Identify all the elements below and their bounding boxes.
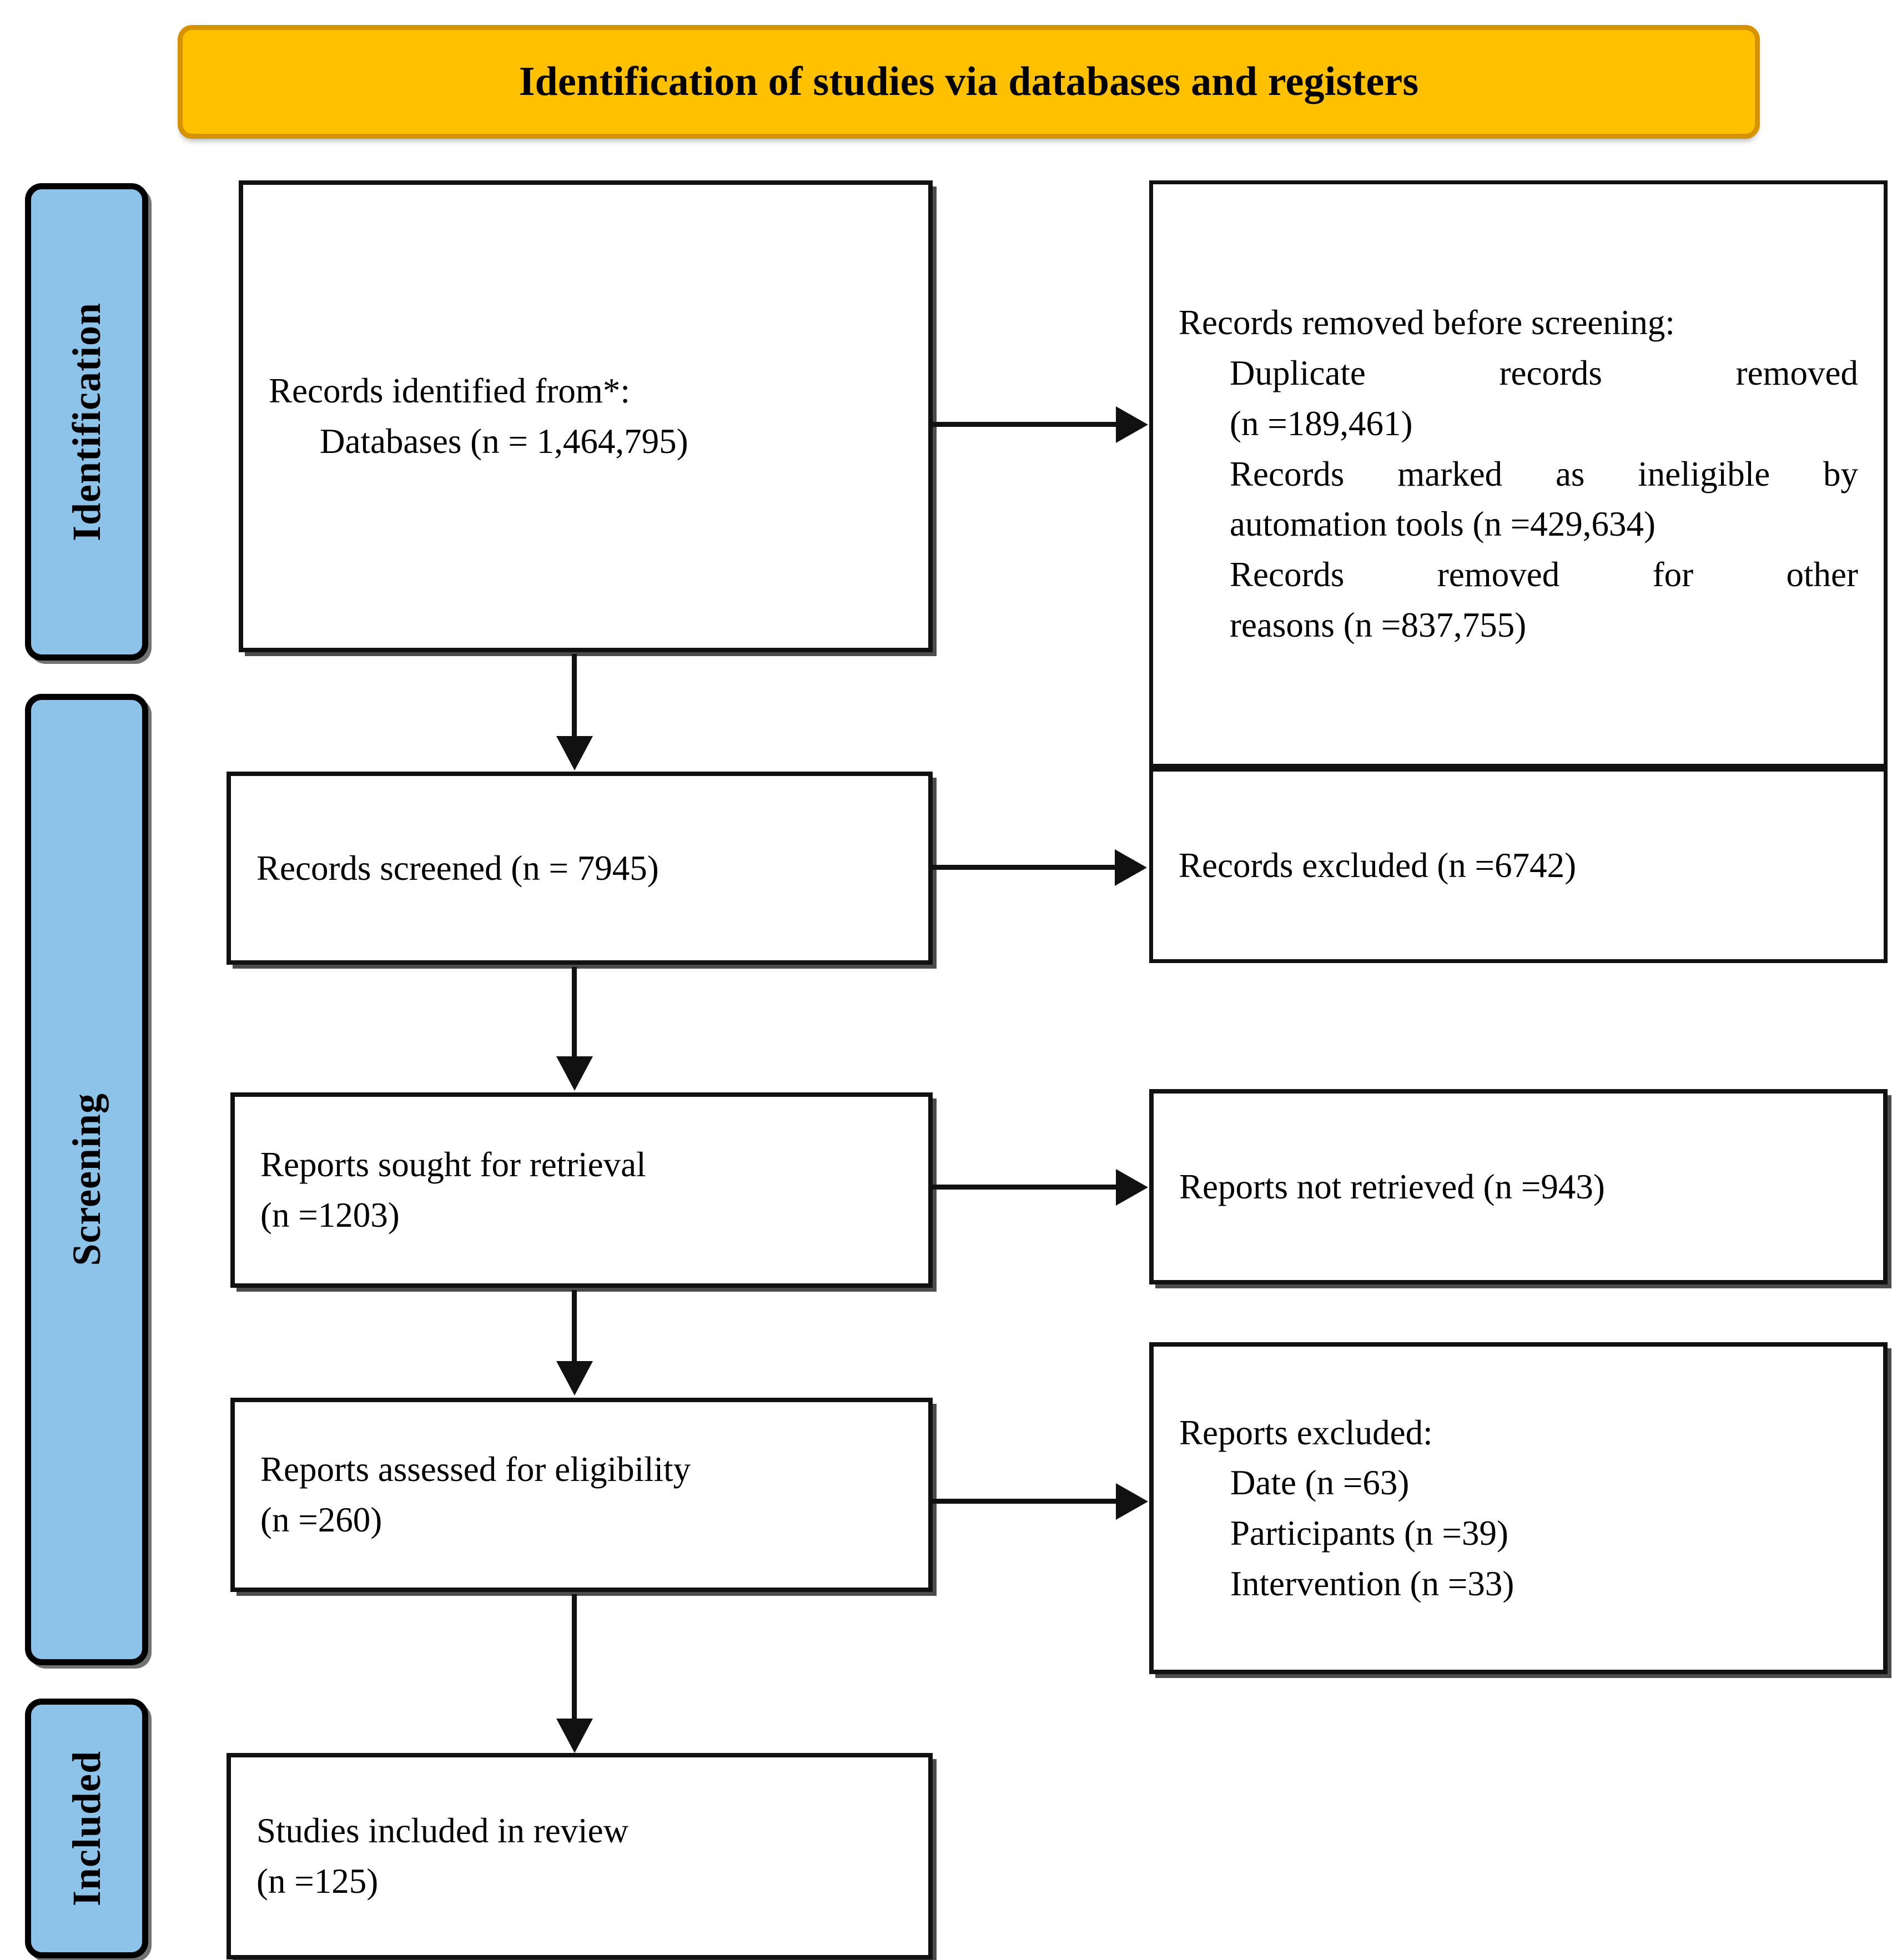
arrow-shaft	[933, 1499, 1117, 1504]
diagram-header-banner: Identification of studies via databases …	[178, 25, 1760, 139]
reports-assessed-label: Reports assessed for eligibility	[260, 1450, 691, 1489]
reports-not-retrieved-text: Reports not retrieved (n =943)	[1179, 1167, 1605, 1206]
duplicate-records-removed-count: (n =189,461)	[1230, 404, 1413, 443]
node-reports-not-retrieved: Reports not retrieved (n =943)	[1149, 1089, 1888, 1284]
reports-assessed-count: (n =260)	[260, 1500, 383, 1539]
node-records-screened: Records screened (n = 7945)	[227, 772, 933, 965]
page-title: Identification of studies via databases …	[519, 58, 1419, 104]
node-reports-assessed-for-eligibility: Reports assessed for eligibility (n =260…	[230, 1398, 933, 1592]
arrow-shaft	[572, 1594, 577, 1721]
stage-label-screening: Screening	[64, 1093, 109, 1266]
node-studies-included-in-review: Studies included in review (n =125)	[227, 1753, 933, 1959]
arrow-head-right-icon	[1116, 1169, 1148, 1206]
stage-bar-identification: Identification	[25, 183, 148, 661]
arrow-head-right-icon	[1116, 406, 1148, 443]
arrow-shaft	[933, 865, 1116, 870]
arrow-shaft	[572, 1290, 577, 1363]
arrow-head-down-icon	[556, 736, 593, 770]
node-reports-sought-for-retrieval: Reports sought for retrieval (n =1203)	[230, 1092, 933, 1288]
ineligible-automation-count: automation tools (n =429,634)	[1230, 505, 1656, 544]
arrow-head-right-icon	[1116, 1483, 1148, 1520]
stage-label-included: Included	[64, 1750, 109, 1907]
arrow-head-down-icon	[556, 1361, 593, 1395]
arrow-head-down-icon	[556, 1056, 593, 1091]
arrow-shaft	[933, 422, 1117, 427]
stage-bar-included: Included	[25, 1699, 148, 1958]
reports-excluded-intervention: Intervention (n =33)	[1230, 1564, 1514, 1603]
stage-bar-screening: Screening	[25, 694, 148, 1665]
studies-included-label: Studies included in review	[256, 1811, 629, 1851]
reports-excluded-participants: Participants (n =39)	[1230, 1514, 1508, 1553]
records-identified-heading: Records identified from*:	[269, 371, 630, 411]
node-reports-excluded: Reports excluded: Date (n =63) Participa…	[1149, 1342, 1888, 1674]
duplicate-records-removed-label: Duplicate records removed	[1230, 354, 1858, 393]
arrow-head-right-icon	[1115, 849, 1147, 886]
node-records-excluded: Records excluded (n =6742)	[1149, 768, 1888, 963]
stage-label-identification: Identification	[64, 302, 109, 541]
arrow-shaft	[572, 654, 577, 738]
reports-excluded-heading: Reports excluded:	[1179, 1413, 1433, 1452]
reports-excluded-date: Date (n =63)	[1230, 1463, 1410, 1503]
reports-sought-count: (n =1203)	[260, 1196, 400, 1235]
studies-included-count: (n =125)	[256, 1862, 379, 1901]
records-screened-text: Records screened (n = 7945)	[256, 848, 659, 888]
removed-other-reasons-label: Records removed for other	[1230, 555, 1858, 594]
node-records-removed-before-screening: Records removed before screening: Duplic…	[1149, 180, 1888, 768]
records-removed-heading: Records removed before screening:	[1179, 303, 1675, 342]
removed-other-reasons-count: reasons (n =837,755)	[1230, 605, 1527, 644]
reports-sought-label: Reports sought for retrieval	[260, 1145, 646, 1185]
arrow-shaft	[572, 967, 577, 1059]
arrow-head-down-icon	[556, 1719, 593, 1753]
records-identified-databases: Databases (n = 1,464,795)	[320, 422, 688, 461]
arrow-shaft	[933, 1185, 1117, 1190]
ineligible-automation-label: Records marked as ineligible by	[1230, 454, 1858, 493]
node-records-identified: Records identified from*: Databases (n =…	[239, 180, 933, 652]
records-excluded-text: Records excluded (n =6742)	[1179, 845, 1577, 885]
